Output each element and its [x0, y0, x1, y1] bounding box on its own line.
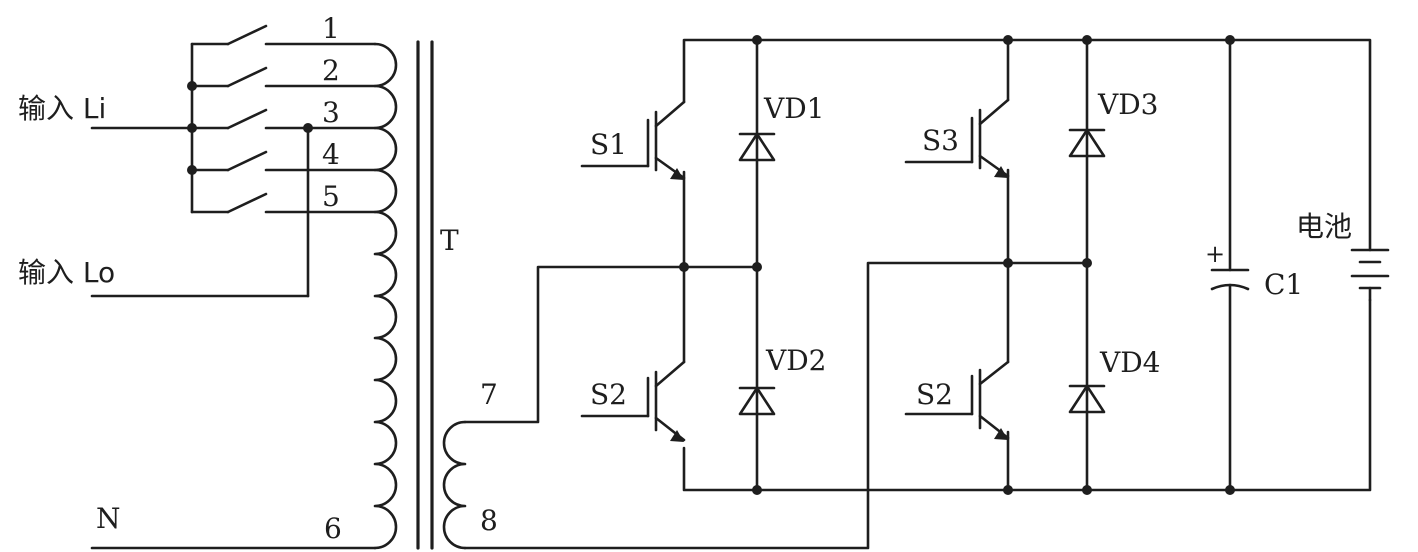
label-vd4: VD4 — [1099, 346, 1160, 379]
label-s1: S1 — [590, 128, 627, 161]
label-cap-plus: + — [1205, 240, 1225, 268]
junction-dot — [752, 485, 762, 495]
diode-vd2 — [738, 386, 776, 416]
junction-dot — [1225, 35, 1235, 45]
battery — [1350, 248, 1390, 302]
switch-2 — [226, 66, 268, 88]
diode-vd3 — [1068, 128, 1106, 158]
junction-dot — [1082, 35, 1092, 45]
junction-dot — [1082, 258, 1092, 268]
label-tap-5: 5 — [322, 180, 340, 213]
label-battery: 电池 — [1296, 210, 1352, 243]
igbt-s2-left — [580, 360, 686, 442]
label-transformer: T — [440, 224, 459, 257]
diode-vd1 — [738, 132, 776, 162]
junction-dot — [1082, 485, 1092, 495]
junction-dot — [187, 81, 197, 91]
label-s3: S3 — [922, 124, 959, 157]
label-secondary-8: 8 — [480, 504, 498, 537]
dc-rails — [679, 35, 1372, 495]
junction-dot — [1003, 485, 1013, 495]
label-vd2: VD2 — [765, 344, 826, 377]
igbt-s2-right — [904, 360, 1010, 440]
switch-1 — [226, 24, 268, 46]
capacitor-c1 — [1210, 268, 1250, 291]
igbt-s3 — [904, 98, 1010, 178]
input-wiring — [90, 24, 377, 550]
junction-dot — [752, 35, 762, 45]
label-tap-6: 6 — [324, 512, 342, 545]
junction-dot — [187, 123, 197, 133]
label-secondary-7: 7 — [480, 378, 498, 411]
label-s2-right: S2 — [916, 378, 953, 411]
transformer-secondary-coil — [442, 420, 467, 550]
switch-5 — [226, 192, 268, 214]
label-c1: C1 — [1264, 268, 1303, 301]
label-vd1: VD1 — [763, 92, 824, 125]
junction-dot — [752, 262, 762, 272]
switch-4 — [226, 150, 268, 172]
diode-vd4 — [1068, 384, 1106, 414]
igbt-s1 — [580, 100, 686, 180]
label-vd3: VD3 — [1097, 88, 1158, 121]
junction-dot — [679, 262, 689, 272]
junction-dot — [1003, 258, 1013, 268]
label-tap-1: 1 — [322, 12, 340, 45]
junction-dot — [1225, 485, 1235, 495]
transformer-primary-coil — [373, 42, 398, 550]
secondary-wiring — [463, 261, 1010, 550]
switch-3 — [226, 108, 268, 130]
junction-dot — [187, 165, 197, 175]
label-tap-3: 3 — [322, 96, 340, 129]
label-tap-4: 4 — [322, 138, 340, 171]
label-input-li: 输入 Li — [18, 92, 106, 125]
label-s2-left: S2 — [590, 378, 627, 411]
label-input-lo: 输入 Lo — [18, 256, 115, 289]
label-neutral: N — [96, 502, 121, 535]
junction-dot — [303, 123, 313, 133]
junction-dot — [1003, 35, 1013, 45]
label-tap-2: 2 — [322, 54, 340, 87]
